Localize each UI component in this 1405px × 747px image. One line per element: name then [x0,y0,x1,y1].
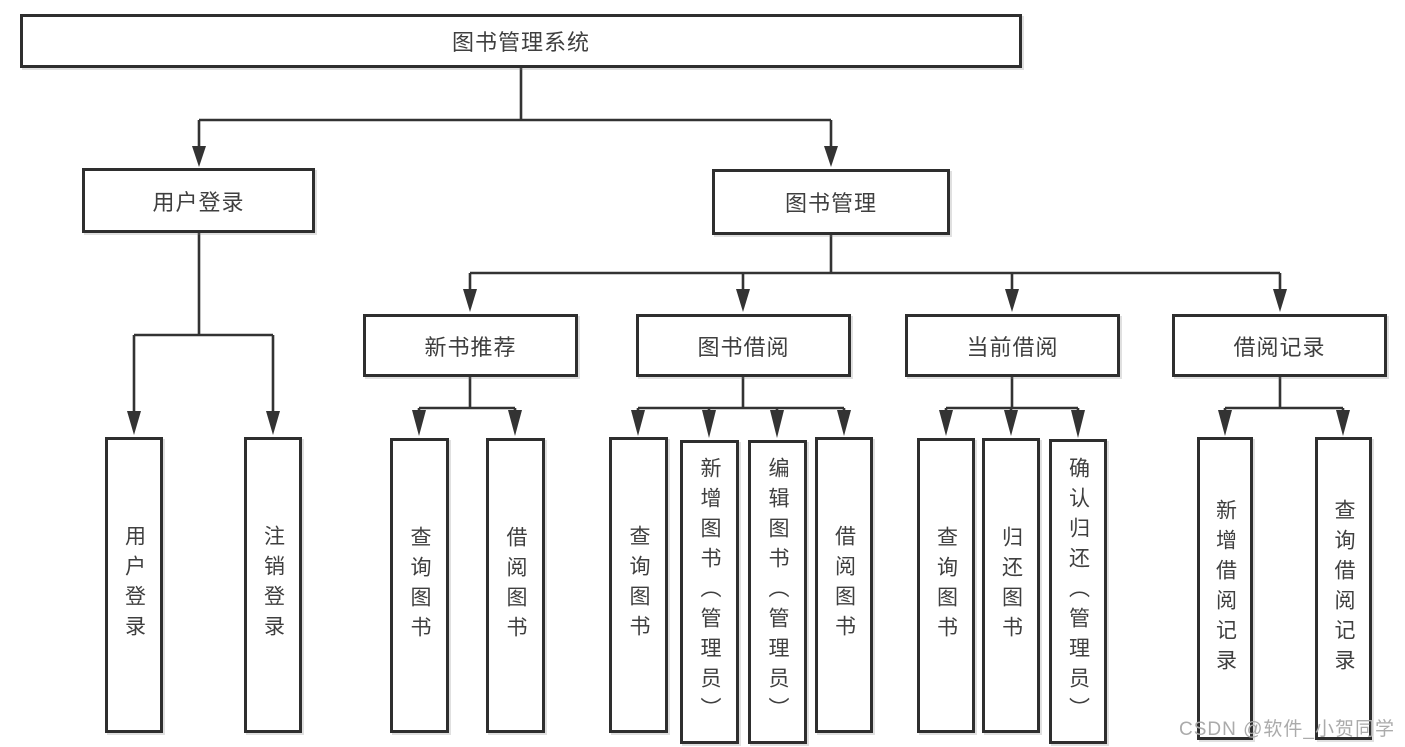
node-user-login: 用户登录 [82,168,315,233]
arrow-leaf-logout [266,411,280,435]
leaf-recommend-borrow-books-label: 借阅图书 [504,525,527,646]
leaf-current-return-books: 归还图书 [982,438,1040,733]
arrow-br-add [1218,410,1232,436]
connector-user-login [132,233,275,412]
csdn-watermark: CSDN @软件_小贺同学 [1179,719,1395,740]
arrow-rec-query [412,410,426,436]
connector-root [197,68,833,148]
leaf-user-login-label: 用户登录 [122,525,146,645]
leaf-borrow-query-books: 查询图书 [609,437,668,733]
connector-book-borrow [636,377,846,412]
connector-borrow-records [1223,377,1345,412]
leaf-current-confirm-return: 确认归还（管理员） [1049,439,1107,744]
leaf-records-add-record-label: 新增借阅记录 [1213,498,1237,679]
connector-lines [132,68,1345,412]
arrow-user-login-node [192,146,206,167]
arrow-current-borrow [1005,289,1019,312]
leaf-records-add-record: 新增借阅记录 [1197,437,1253,740]
leaf-records-query-record: 查询借阅记录 [1315,437,1372,740]
leaf-borrow-borrow-books-label: 借阅图书 [832,525,856,645]
leaf-borrow-add-books: 新增图书（管理员） [680,440,739,744]
arrow-cb-query [939,410,953,436]
leaf-borrow-add-books-label: 新增图书（管理员） [698,457,721,727]
node-borrow-records: 借阅记录 [1172,314,1387,377]
arrow-bb-edit [770,410,784,438]
arrow-bb-borrow [837,410,851,436]
arrow-br-query [1336,410,1350,436]
leaf-current-query-books-label: 查询图书 [934,525,958,646]
node-book-borrow-label: 图书借阅 [697,334,790,360]
root-node-label: 图书管理系统 [451,30,590,55]
node-borrow-records-label: 借阅记录 [1233,334,1326,360]
connector-book-management [468,235,1282,290]
leaf-borrow-query-books-label: 查询图书 [627,525,650,645]
leaf-current-query-books: 查询图书 [917,438,975,733]
node-book-management: 图书管理 [712,169,950,235]
node-current-borrow-label: 当前借阅 [966,334,1059,360]
leaf-borrow-edit-books-label: 编辑图书（管理员） [766,457,789,727]
arrow-rec-borrow [508,410,522,436]
node-book-management-label: 图书管理 [784,191,877,216]
connector-current-borrow [944,377,1080,412]
leaf-recommend-borrow-books: 借阅图书 [486,438,545,733]
root-node: 图书管理系统 [20,14,1022,68]
arrow-leaf-login [127,411,141,435]
leaf-borrow-borrow-books: 借阅图书 [815,437,873,733]
arrow-bb-query [631,410,645,436]
arrow-new-book-recommend [463,289,477,312]
arrow-cb-return [1004,410,1018,436]
arrow-bb-add [702,410,716,438]
node-current-borrow: 当前借阅 [905,314,1120,377]
leaf-current-confirm-return-label: 确认归还（管理员） [1066,456,1090,727]
node-new-book-recommend-label: 新书推荐 [424,334,517,360]
arrowheads [127,146,1350,438]
leaf-current-return-books-label: 归还图书 [999,525,1023,646]
leaf-logout-label: 注销登录 [261,525,285,645]
arrow-cb-confirm [1071,410,1085,438]
node-book-borrow: 图书借阅 [636,314,851,377]
leaf-recommend-query-books: 查询图书 [390,438,449,733]
leaf-user-login: 用户登录 [105,437,163,733]
leaf-recommend-query-books-label: 查询图书 [408,525,431,646]
node-user-login-label: 用户登录 [152,189,245,215]
arrow-book-management-node [824,146,838,167]
leaf-records-query-record-label: 查询借阅记录 [1332,498,1355,679]
leaf-logout: 注销登录 [244,437,302,733]
arrow-borrow-records [1273,289,1287,312]
arrow-book-borrow [736,289,750,312]
leaf-borrow-edit-books: 编辑图书（管理员） [748,440,807,744]
node-new-book-recommend: 新书推荐 [363,314,578,377]
connector-new-book-recommend [417,377,517,412]
